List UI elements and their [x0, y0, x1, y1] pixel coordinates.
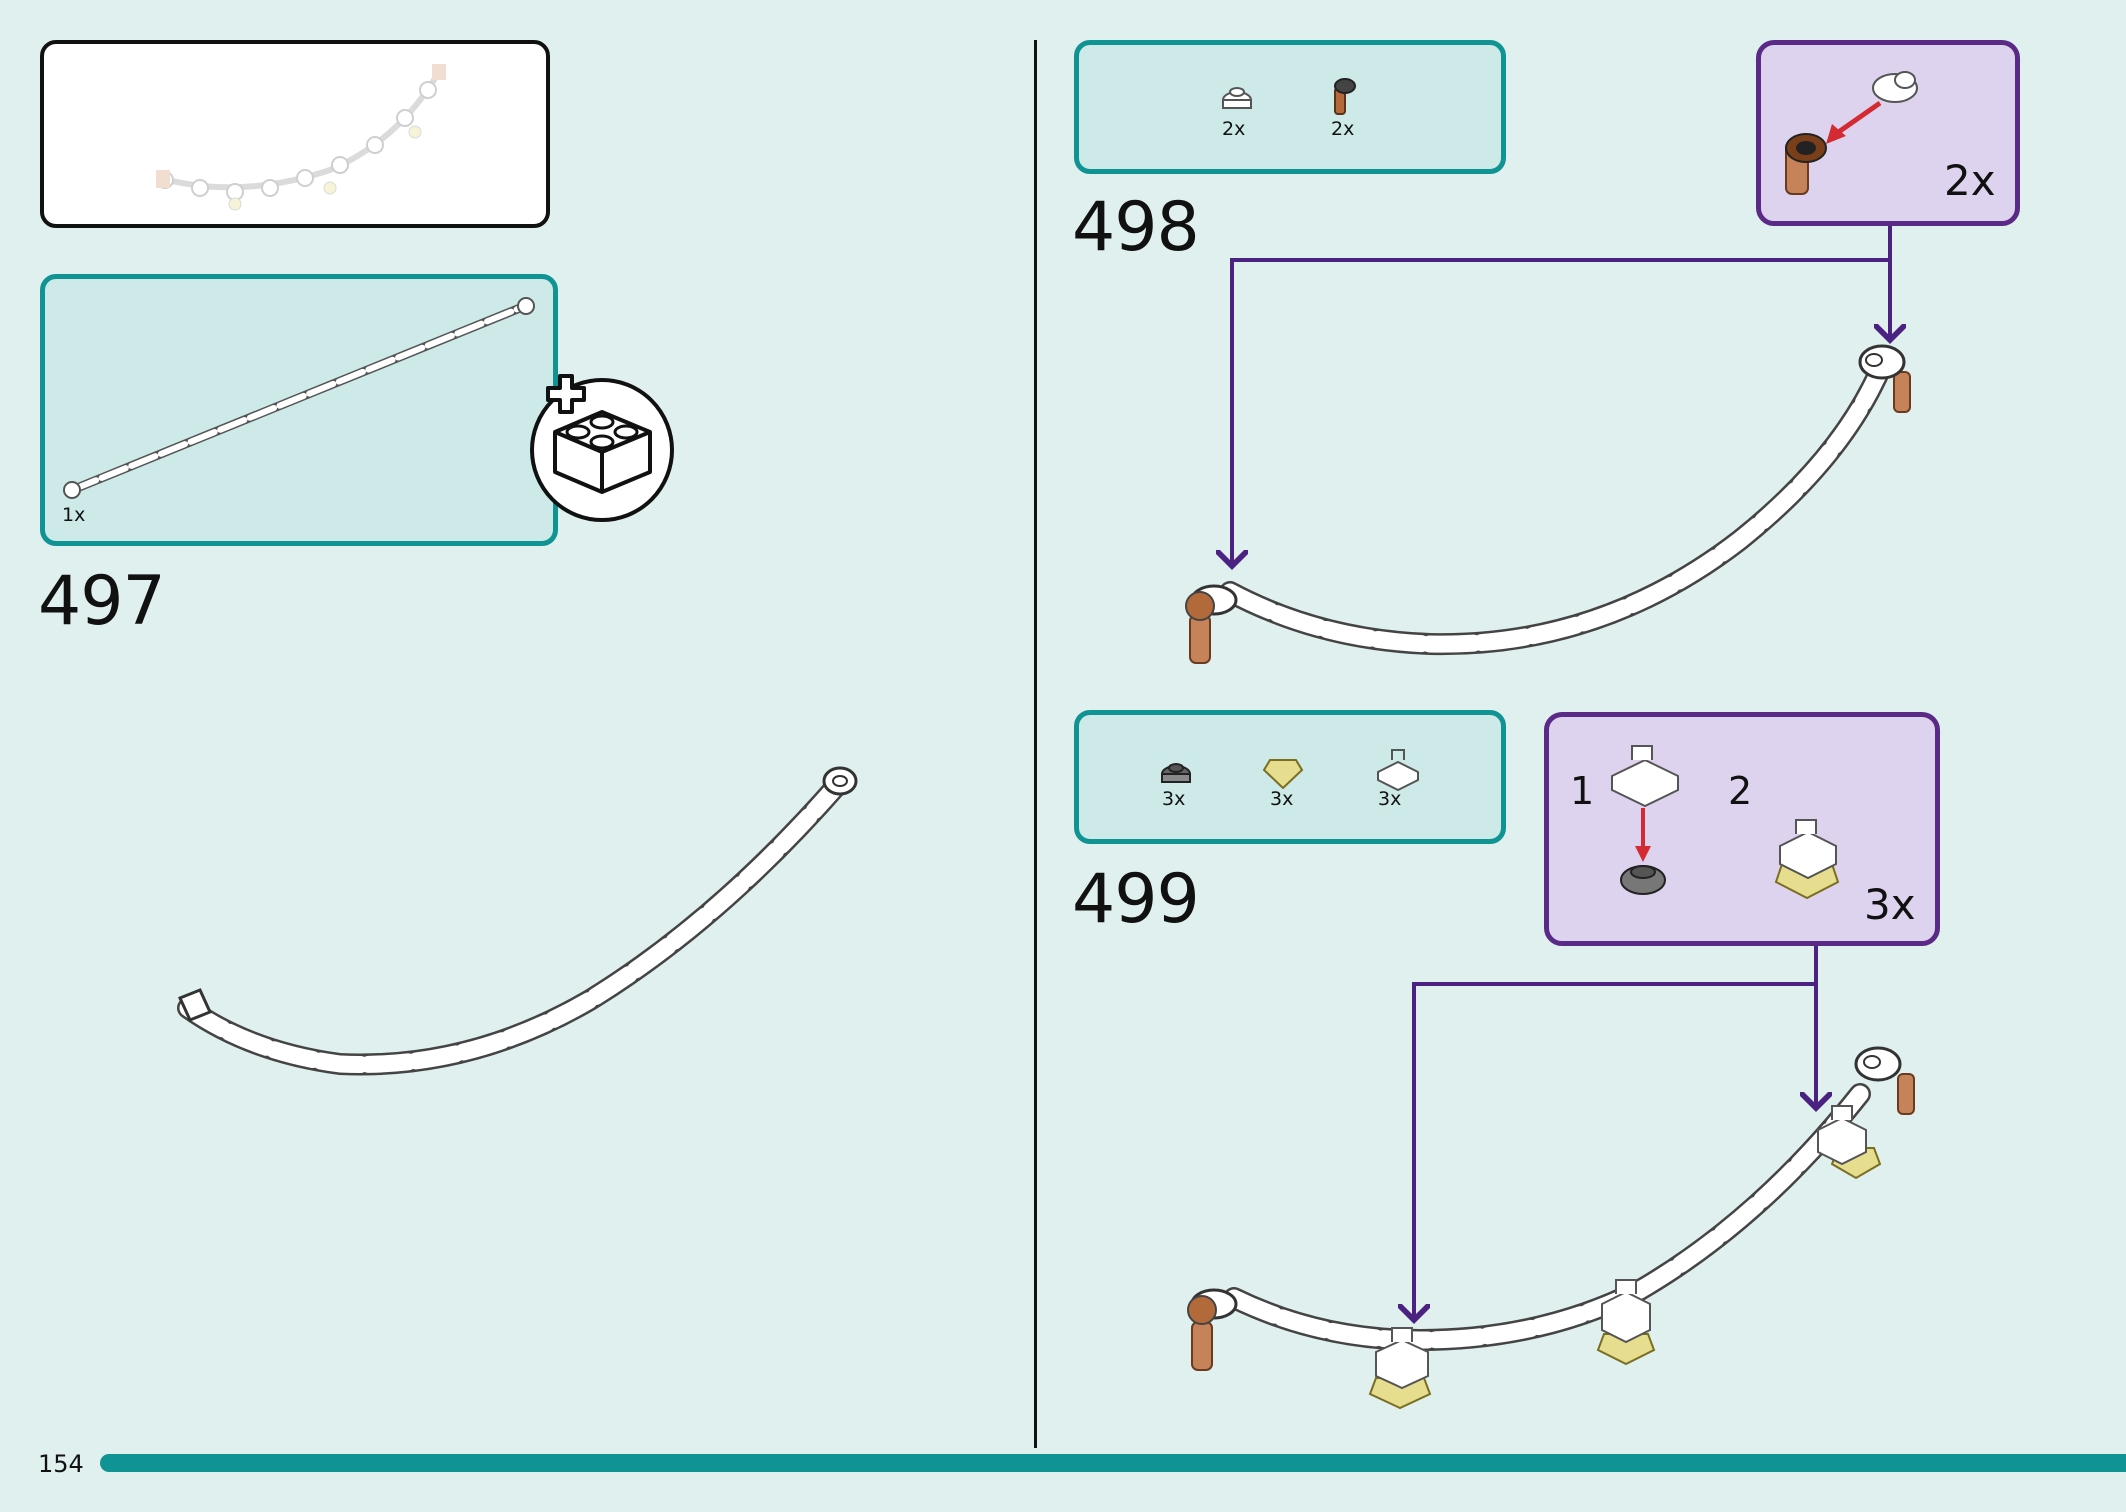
dark-round-plate-icon [1161, 763, 1191, 783]
subassembly-499 [1544, 712, 1940, 946]
part-qty-white-plate: 2x [1222, 118, 1246, 140]
sub-498-illustration [1785, 71, 1918, 195]
substep-2: 2 [1728, 769, 1753, 813]
sub-499-illustration [1611, 745, 1840, 900]
part-qty-dark-plate: 3x [1162, 788, 1186, 810]
part-qty-tube: 1x [62, 504, 86, 526]
parts-list-step-497 [40, 274, 558, 546]
brown-bracket-icon [1334, 78, 1356, 115]
step-number-497: 497 [38, 562, 166, 641]
step-number-499: 499 [1072, 860, 1200, 939]
white-clip-icon [1377, 749, 1419, 792]
step-498-chain [1185, 344, 1911, 664]
step-number-498: 498 [1072, 188, 1200, 267]
subassembly-qty-499: 3x [1864, 880, 1916, 929]
subassembly-qty-498: 2x [1944, 156, 1996, 205]
add-brick-icon [530, 374, 674, 522]
step-497-chain [177, 766, 858, 1076]
page-number: 154 [38, 1450, 84, 1478]
step-499-chain [1187, 1046, 1915, 1410]
footer-bar [100, 1454, 2126, 1472]
part-qty-white-clip: 3x [1378, 788, 1402, 810]
preview-panel [40, 40, 550, 228]
part-qty-brown-bracket: 2x [1331, 118, 1355, 140]
substep-1: 1 [1570, 769, 1595, 813]
parts-list-step-498 [1074, 40, 1506, 174]
yellow-gem-icon [1262, 759, 1304, 790]
part-qty-yellow-gem: 3x [1270, 788, 1294, 810]
tube-part-icon [63, 297, 535, 499]
page-divider [1034, 40, 1037, 1448]
preview-chain [156, 64, 446, 211]
white-round-plate-icon [1222, 87, 1252, 109]
